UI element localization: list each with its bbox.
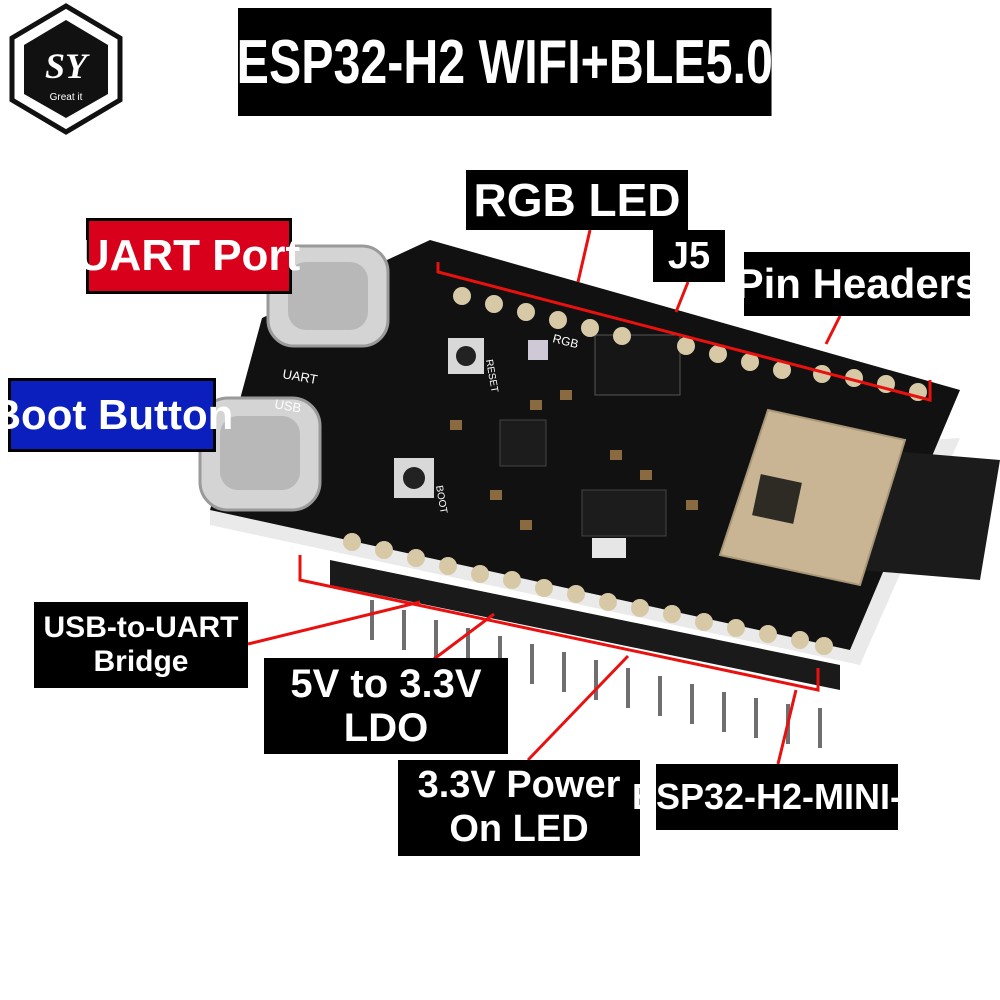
logo-tagline: Great it [50,92,83,103]
rgb-led-part [528,340,548,360]
label-ldo: 5V to 3.3V LDO [264,658,508,754]
silk-rgb: RGB [551,331,580,351]
silk-uart: UART [281,366,318,387]
label-ldo-line2: LDO [343,706,429,750]
board-edge [210,438,960,665]
label-power-led-line2: On LED [449,808,589,850]
qr-code [752,474,802,524]
label-module: ESP32-H2-MINI-1 [632,764,922,830]
label-power-led-line1: 3.3V Power [417,764,621,807]
label-uart-port: UART Port [78,218,300,294]
passive-components [450,390,698,530]
j5-connector [594,334,681,396]
label-usb-to-uart-bridge: USB-to-UART Bridge [34,602,248,688]
label-boot-button: Boot Button [0,378,233,452]
bottom-pin-pads [343,533,833,655]
label-rgb-led: RGB LED [466,170,688,230]
leader-lines [247,229,932,765]
usb-uart-chip [499,419,547,467]
antenna-area [860,450,1000,580]
label-usb-to-uart-line1: USB-to-UART [43,610,239,644]
brand-logo: SY Great it [9,3,123,135]
label-ldo-line1: 5V to 3.3V [290,662,482,706]
product-title: ESP32-H2 WIFI+BLE5.0 [237,8,773,116]
label-power-on-led: 3.3V Power On LED [398,760,640,856]
label-pin-headers: Pin Headers [736,252,978,316]
silk-boot: BOOT [433,485,449,515]
header-plastic [330,560,840,690]
label-usb-to-uart-line2: Bridge [93,645,189,678]
silk-usb: USB [273,396,302,415]
module-shield [718,408,907,587]
power-led-part [592,538,626,558]
ldo-chip [581,489,667,537]
logo-letters: SY [45,46,90,86]
label-j5: J5 [653,230,725,282]
